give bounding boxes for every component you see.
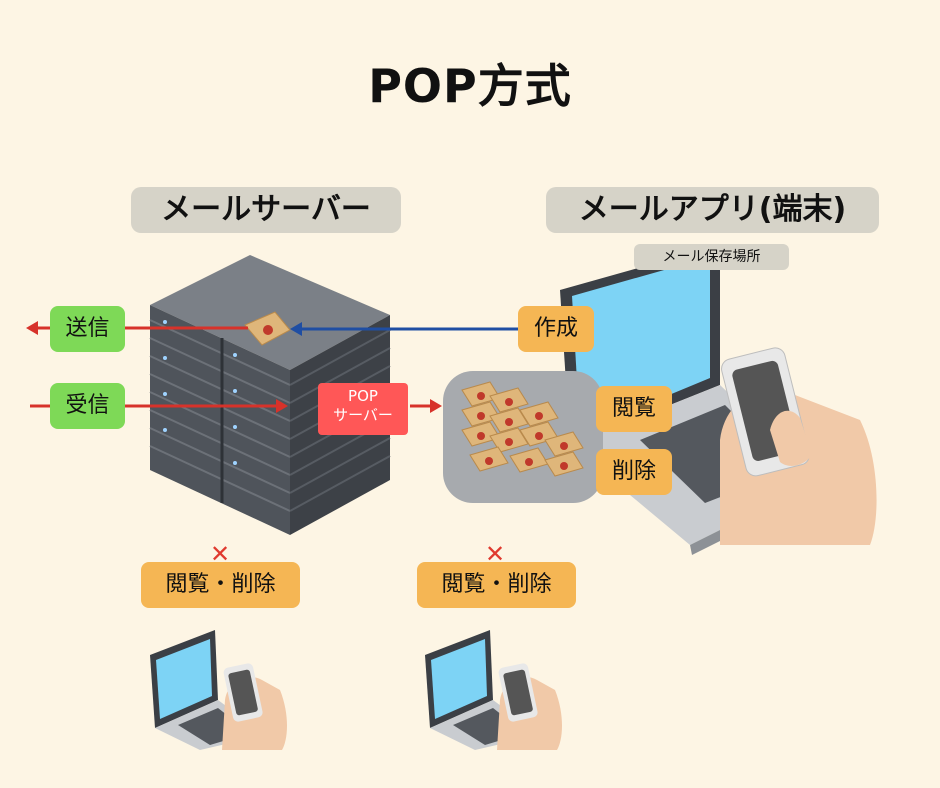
not-available-icon-1: ✕: [209, 540, 231, 568]
smartphone-hand-icon: [720, 347, 877, 545]
download-arrow: [410, 399, 442, 413]
device-laptop-icon-1: [150, 630, 287, 750]
mail-storage-label: メール保存場所: [634, 244, 789, 270]
server-rack-icon: [149, 255, 391, 535]
mail-storage-box: [443, 371, 603, 503]
mail-server-label: メールサーバー: [131, 187, 401, 233]
delete-label: 削除: [596, 449, 672, 495]
device1-label: 閲覧・削除: [141, 562, 300, 608]
mail-app-label: メールアプリ(端末): [546, 187, 879, 233]
not-available-icon-2: ✕: [484, 540, 506, 568]
device-laptop-icon-2: [425, 630, 562, 750]
create-label: 作成: [518, 306, 594, 352]
create-arrow: [290, 322, 518, 336]
send-label: 送信: [50, 306, 125, 352]
device2-label: 閲覧・削除: [417, 562, 576, 608]
pop-server-badge: POP サーバー: [318, 383, 408, 435]
page-title: POP方式: [368, 59, 572, 113]
view-label: 閲覧: [596, 386, 672, 432]
envelope-icon: [244, 311, 291, 346]
receive-label: 受信: [50, 383, 125, 429]
pop-server-line1: POP: [348, 387, 378, 405]
pop-server-line2: サーバー: [333, 406, 393, 424]
